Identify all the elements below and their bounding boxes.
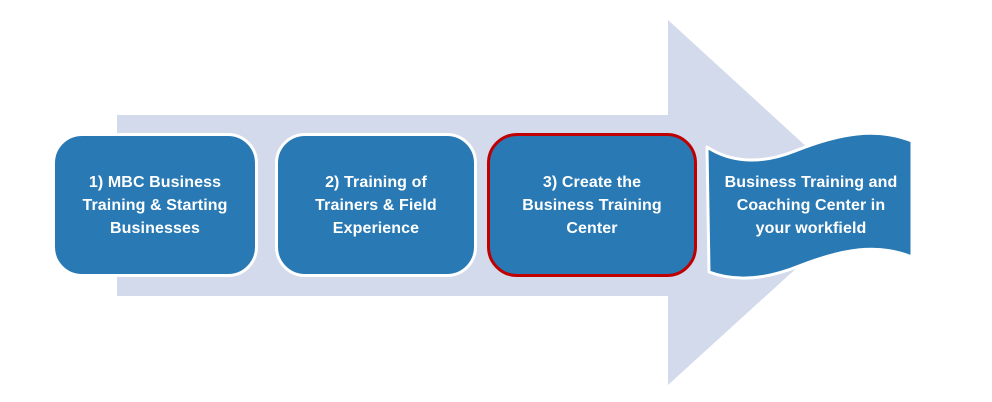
outcome-line-2: Coaching Center in [736,196,886,214]
step-3-line-2: Business Training [522,196,662,214]
outcome-wave-shape [705,131,914,280]
step-1-line-1: 1) MBC Business [88,173,222,191]
step-1-label: 1) MBC Business Training & Starting Busi… [82,171,227,240]
outcome-line-1: Business Training and [724,173,898,191]
step-2-line-3: Experience [332,219,420,237]
outcome-wave-label-area: Business Training and Coaching Center in… [710,140,912,270]
step-3-label: 3) Create the Business Training Center [522,171,662,240]
step-1-line-3: Businesses [110,219,200,237]
outcome-label: Business Training and Coaching Center in… [725,171,898,240]
step-2-label: 2) Training of Trainers & Field Experien… [315,171,437,240]
step-box-3-highlighted: 3) Create the Business Training Center [487,133,697,277]
step-1-line-2: Training & Starting [82,196,228,214]
step-box-1: 1) MBC Business Training & Starting Busi… [52,133,258,277]
outcome-line-3: your workfield [755,219,867,237]
step-box-2: 2) Training of Trainers & Field Experien… [275,133,477,277]
step-3-line-1: 3) Create the [542,173,642,191]
step-3-line-3: Center [566,219,618,237]
step-2-line-1: 2) Training of [325,173,427,191]
step-2-line-2: Trainers & Field [315,196,437,214]
